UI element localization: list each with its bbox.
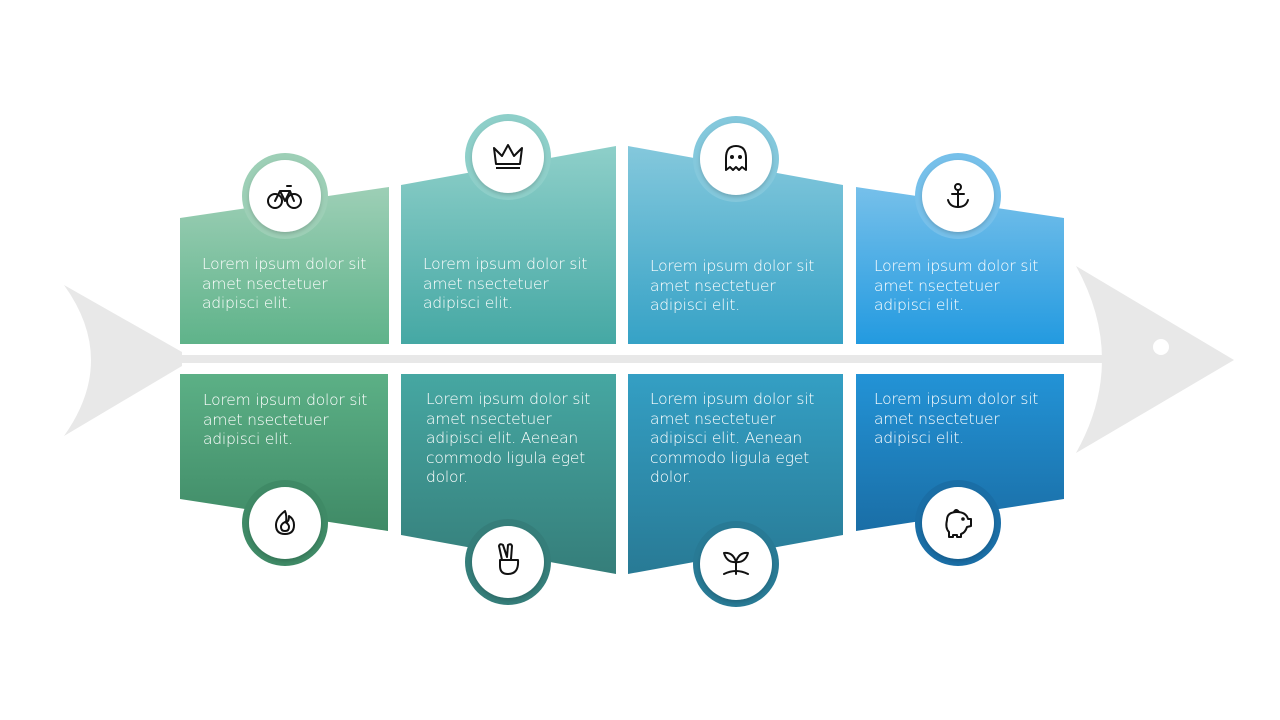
panel-bottom-2 [401, 374, 616, 574]
fire-icon [275, 510, 295, 535]
fish-eye [1153, 339, 1169, 355]
text-top-1: Lorem ipsum dolor sit amet nsectetuer ad… [202, 255, 367, 312]
peace-hand-icon [498, 543, 520, 575]
badge-bottom-3 [693, 521, 779, 607]
panel-top-2 [401, 146, 616, 344]
bicycle-icon [267, 185, 302, 209]
fish-tail [64, 285, 182, 436]
badge-top-2 [465, 114, 551, 200]
panel-bottom-4 [856, 374, 1064, 531]
badge-top-1 [242, 153, 328, 239]
panel-bottom-3 [628, 374, 843, 574]
crown-icon [493, 144, 523, 169]
text-bottom-4: Lorem ipsum dolor sit amet nsectetuer ad… [874, 390, 1039, 447]
piggy-bank-icon [945, 509, 972, 538]
fish-skeleton [64, 266, 1234, 453]
text-top-4: Lorem ipsum dolor sit amet nsectetuer ad… [874, 257, 1039, 314]
badge-top-3 [693, 116, 779, 202]
text-bottom-1: Lorem ipsum dolor sit amet nsectetuer ad… [203, 391, 368, 448]
panel-top-1 [180, 187, 389, 344]
panel-bottom-1 [180, 374, 388, 531]
badge-bottom-4 [915, 480, 1001, 566]
badge-bottom-2 [465, 519, 551, 605]
fish-spine [176, 355, 1121, 363]
sprout-icon [723, 551, 749, 575]
badge-bottom-1 [242, 480, 328, 566]
text-top-2: Lorem ipsum dolor sit amet nsectetuer ad… [423, 255, 588, 312]
anchor-icon [947, 183, 969, 209]
badge-top-4 [915, 153, 1001, 239]
fish-head [1076, 266, 1234, 453]
text-top-3: Lorem ipsum dolor sit amet nsectetuer ad… [650, 257, 815, 314]
text-bottom-3: Lorem ipsum dolor sit amet nsectetuer ad… [650, 390, 815, 486]
text-bottom-2: Lorem ipsum dolor sit amet nsectetuer ad… [426, 390, 591, 486]
panel-top-4 [856, 187, 1064, 344]
panel-top-3 [628, 146, 843, 344]
ghost-icon [725, 145, 747, 171]
